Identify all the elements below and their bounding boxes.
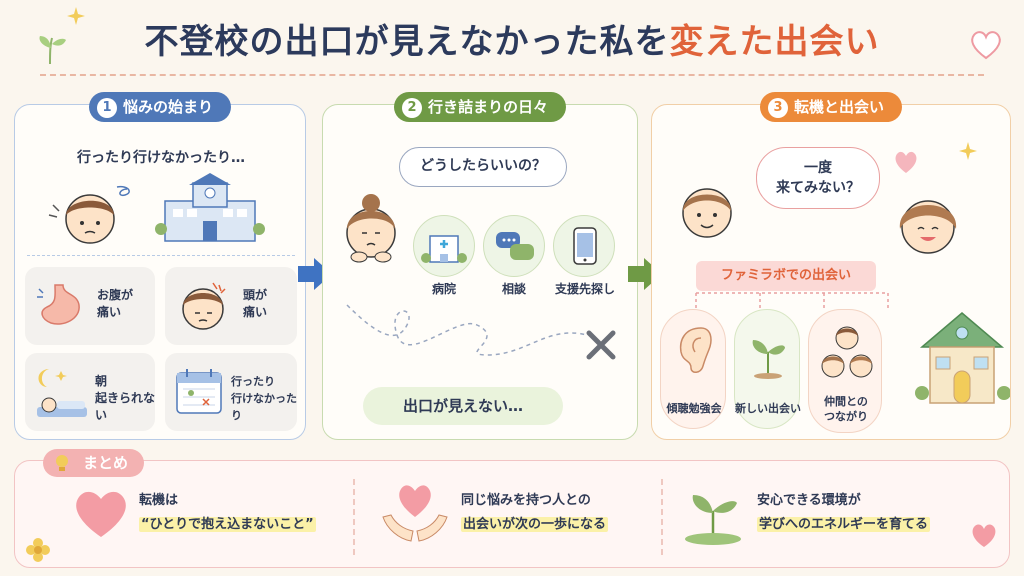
summary-divider [661, 479, 663, 555]
title-divider [40, 74, 984, 76]
sparkle-icon [959, 142, 977, 160]
symptom-card-morning: 朝 起きられない [25, 353, 155, 431]
winding-path-line [346, 304, 588, 356]
heart-icon [972, 524, 996, 547]
meeting-item-peers: 仲間との つながり [808, 309, 882, 433]
symptom-card-attendance: 行ったり 行けなかったり [165, 353, 297, 431]
title-accent: 変えた出会い [669, 22, 880, 62]
invitation-speech-bubble: 一度 来てみない？ [756, 147, 880, 209]
symptom-morning-label: 朝 起きられない [95, 374, 156, 422]
support-search-option [553, 215, 615, 277]
flower-icon [26, 538, 50, 562]
worried-child-icon [48, 185, 130, 244]
school-building-icon [155, 173, 265, 242]
seedling-icon [752, 340, 785, 379]
sprout-icon [39, 36, 66, 65]
sprout-icon [685, 495, 741, 545]
sparkle-icon [67, 7, 85, 25]
summary-panel: まとめ 転機は “ひとりで抱え込まないこと” 同じ悩みを持つ人との 出会いが次の… [14, 449, 1010, 568]
no-exit-banner: 出口が見えない… [363, 387, 563, 425]
heart-icon [895, 151, 917, 173]
meeting-label-banner: ファミラボでの出会い [696, 261, 876, 291]
thought-bubble: どうしたらいいの？ [399, 147, 567, 187]
panel-beginning: 1 悩みの始まり 行ったり行けなかったり… お腹が 痛い [14, 92, 306, 440]
option-consult-label: 相談 [501, 282, 526, 296]
consultation-option [483, 215, 545, 277]
meeting-item-peers-label: 仲間との つながり [824, 395, 868, 423]
lightbulb-icon [56, 455, 68, 471]
panel-beginning-label: 悩みの始まり [122, 98, 214, 116]
chat-bubbles-icon [496, 232, 534, 260]
ear-icon [679, 327, 712, 373]
meeting-item-listening-label: 傾聴勉強会 [666, 402, 722, 415]
step-number-1: 1 [96, 98, 117, 118]
panel-turning-title: 3 転機と出会い [759, 92, 903, 122]
option-search-label: 支援先探し [554, 282, 615, 296]
panel-beginning-title: 1 悩みの始まり [88, 92, 232, 122]
friend-face-icon [899, 200, 957, 254]
option-hospital-label: 病院 [431, 282, 456, 296]
panel-beginning-lead: 行ったり行けなかったり… [77, 150, 245, 166]
page-title: 不登校の出口が見えなかった私を変えた出会い [0, 14, 1024, 63]
hospital-icon [421, 235, 467, 263]
summary-point-2: 同じ悩みを持つ人との 出会いが次の一歩になる [461, 493, 609, 532]
arrow-right-icon [628, 258, 662, 290]
meeting-connector-lines [695, 292, 889, 311]
hospital-option [413, 215, 475, 277]
dead-end-x-icon [586, 330, 616, 360]
arrow-right-icon [298, 258, 332, 290]
step-number-3: 3 [767, 98, 788, 118]
summary-divider [353, 479, 355, 555]
sleeping-moon-icon [37, 369, 87, 417]
meeting-item-new-encounter: 新しい出会い [734, 309, 801, 429]
symptom-stomach-label: お腹が 痛い [97, 288, 134, 319]
smartphone-icon [573, 227, 597, 265]
worried-mother-icon [346, 194, 396, 263]
summary-point-1: 転機は “ひとりで抱え込まないこと” [139, 493, 316, 532]
heart-icon [971, 31, 1001, 60]
panel-stuck-title: 2 行き詰まりの日々 [393, 92, 567, 122]
meeting-item-listening: 傾聴勉強会 [660, 309, 726, 429]
heart-icon [76, 491, 126, 537]
panel-turning-point: 3 転機と出会い 一度 来てみない？ ファミラボでの出会い 傾聴勉強会 [651, 92, 1011, 440]
symptom-card-stomach: お腹が 痛い [25, 267, 155, 345]
headache-child-icon [182, 282, 226, 330]
speech-line-1: 一度 [804, 160, 832, 176]
panel-turning-label: 転機と出会い [793, 98, 885, 116]
symptom-attendance-label: 行ったり 行けなかったり [231, 375, 297, 422]
meeting-item-new-label: 新しい出会い [735, 402, 801, 415]
stomach-icon [37, 284, 80, 325]
mother-face-icon [682, 188, 732, 238]
step-number-2: 2 [401, 98, 422, 118]
calendar-icon [176, 369, 222, 414]
speech-line-2: 来てみない？ [776, 180, 860, 196]
symptom-card-headache: 頭が 痛い [165, 267, 297, 345]
group-faces-icon [821, 326, 873, 378]
panel-beginning-divider [27, 255, 295, 256]
title-main: 不登校の出口が見えなかった私を [144, 22, 670, 62]
house-icon [915, 312, 1010, 404]
hands-heart-icon [382, 485, 448, 542]
summary-point-3: 安心できる環境が 学びへのエネルギーを育てる [757, 493, 931, 532]
panel-stuck-label: 行き詰まりの日々 [427, 98, 549, 116]
symptom-headache-label: 頭が 痛い [243, 288, 268, 319]
